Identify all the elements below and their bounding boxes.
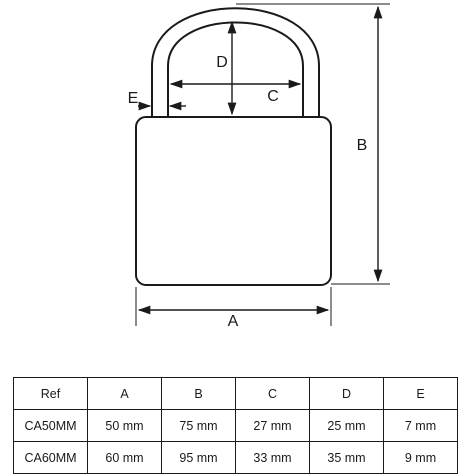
padlock-shackle bbox=[151, 7, 320, 118]
dimension-label-c: C bbox=[267, 88, 279, 105]
dimension-label-e: E bbox=[128, 90, 139, 107]
table-header-row: Ref A B C D E bbox=[13, 377, 458, 410]
table-cell-d: 35 mm bbox=[309, 441, 384, 474]
table-header-d: D bbox=[309, 377, 384, 410]
padlock-dimension-diagram: A B C D E bbox=[128, 3, 390, 330]
table-cell-e: 9 mm bbox=[383, 441, 458, 474]
table-cell-b: 75 mm bbox=[161, 409, 236, 442]
padlock-body bbox=[135, 116, 332, 286]
dimension-label-d: D bbox=[216, 54, 228, 71]
table-header-c: C bbox=[235, 377, 310, 410]
dimension-arrows bbox=[137, 5, 383, 315]
table-cell-ref: CA60MM bbox=[13, 441, 88, 474]
table-cell-c: 27 mm bbox=[235, 409, 310, 442]
dimensions-table: Ref A B C D E CA50MM 50 mm 75 mm 27 mm 2… bbox=[13, 377, 458, 474]
table-cell-e: 7 mm bbox=[383, 409, 458, 442]
extension-lines bbox=[135, 3, 390, 326]
table-row: CA60MM 60 mm 95 mm 33 mm 35 mm 9 mm bbox=[13, 441, 458, 474]
dimension-label-a: A bbox=[228, 313, 239, 330]
table-row: CA50MM 50 mm 75 mm 27 mm 25 mm 7 mm bbox=[13, 409, 458, 442]
table-cell-a: 60 mm bbox=[87, 441, 162, 474]
table-cell-a: 50 mm bbox=[87, 409, 162, 442]
table-header-a: A bbox=[87, 377, 162, 410]
table-cell-ref: CA50MM bbox=[13, 409, 88, 442]
table-cell-b: 95 mm bbox=[161, 441, 236, 474]
table-header-b: B bbox=[161, 377, 236, 410]
dimension-label-b: B bbox=[357, 137, 368, 154]
table-header-e: E bbox=[383, 377, 458, 410]
table-header-ref: Ref bbox=[13, 377, 88, 410]
table-cell-d: 25 mm bbox=[309, 409, 384, 442]
table-cell-c: 33 mm bbox=[235, 441, 310, 474]
